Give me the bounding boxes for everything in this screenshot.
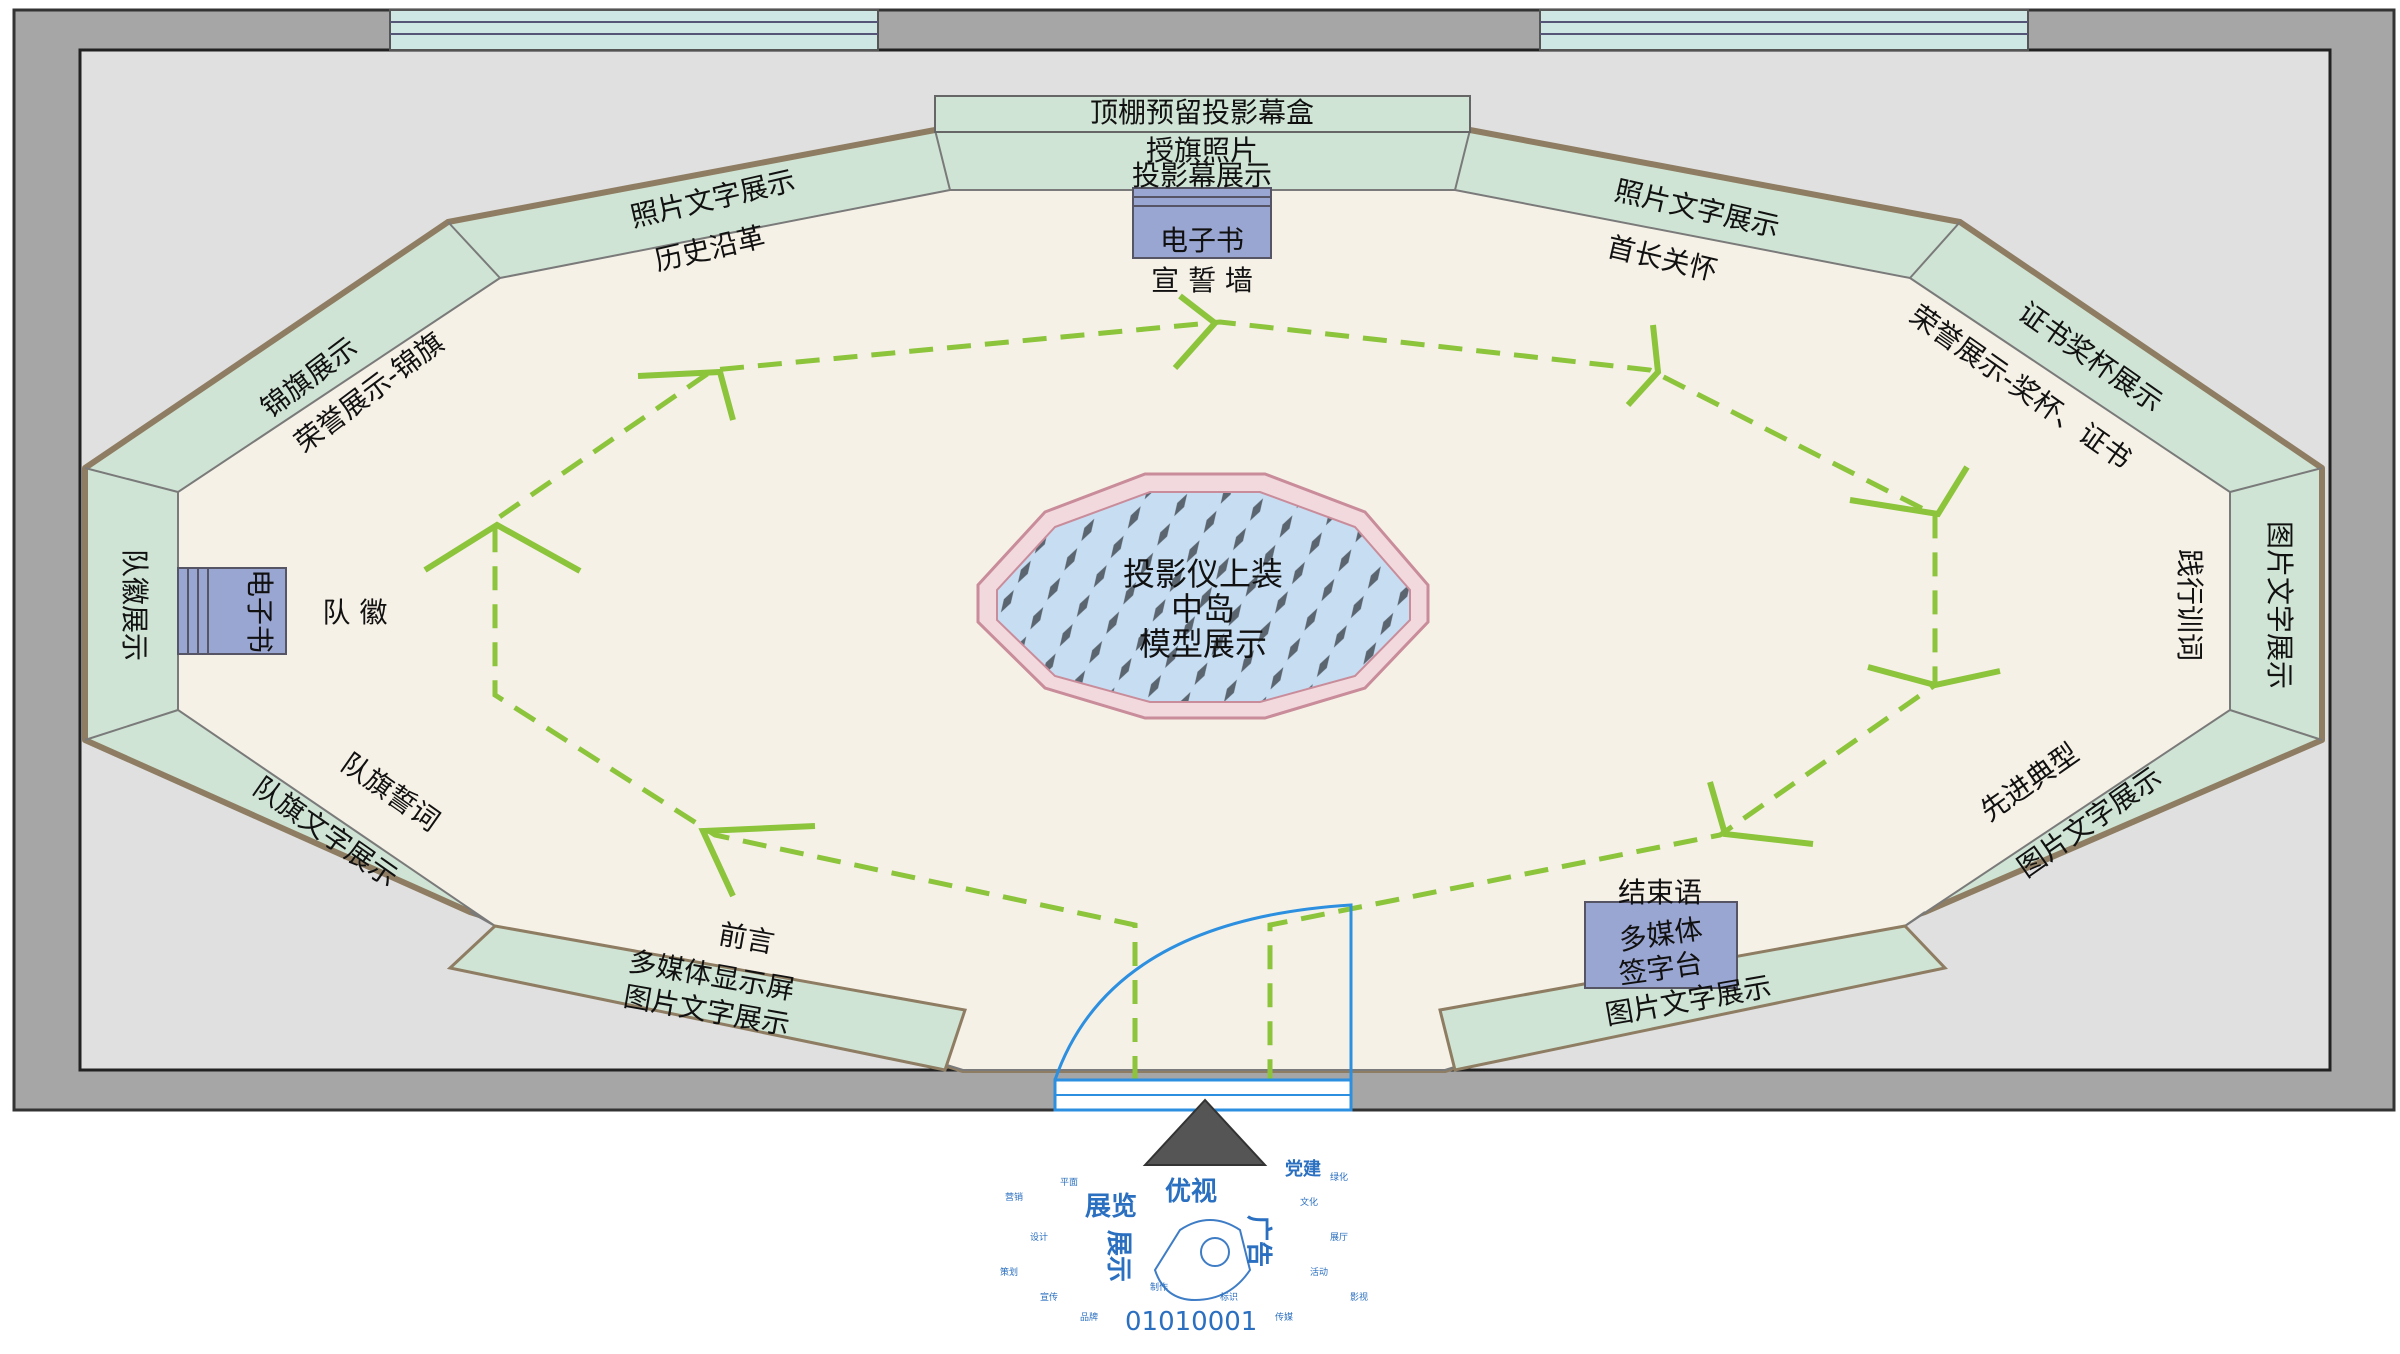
route-arrows (423, 293, 2001, 898)
window-right (1539, 9, 2029, 51)
ebook-left-stripes (187, 568, 209, 654)
cloud-small-word: 营销 (1005, 1191, 1023, 1203)
sign-table-box (1584, 901, 1738, 989)
island-label-2: 中岛 (1171, 590, 1235, 628)
cloud-digits: 01010001 (1125, 1307, 1257, 1337)
door-swing (1053, 903, 1353, 1081)
ebook-left-label: 电子书 (243, 569, 276, 653)
oath-wall-label: 宣 誓 墙 (1151, 264, 1253, 297)
ebook-top-box (1132, 187, 1272, 259)
window-left (389, 9, 879, 51)
cloud-small-word: 制作 (1150, 1281, 1168, 1293)
ceiling-box-label: 顶棚预留投影幕盒 (1090, 96, 1314, 129)
ebook-left-box (177, 567, 287, 655)
arrow-marker (1625, 324, 1662, 408)
arrow-marker (1849, 465, 1970, 518)
cloud-small-word: 影视 (1350, 1291, 1368, 1303)
practice-motto-label: 践行训词 (2173, 549, 2206, 661)
motto-display-label: 图片文字展示 (2263, 521, 2296, 689)
flag-photo-label: 授旗照片 (1146, 134, 1258, 167)
island-label-1: 投影仪上装 (1123, 555, 1283, 593)
cloud-word: 党建 (1285, 1158, 1321, 1180)
panel-lower-left (446, 924, 967, 1072)
panel-dividers (84, 129, 2323, 927)
arrow-marker (1867, 664, 2001, 689)
cloud-word: 展示 (1103, 1230, 1133, 1282)
cloud-small-word: 宣传 (1040, 1291, 1058, 1303)
cloud-small-word: 设计 (1030, 1231, 1048, 1243)
ebook-top-label: 电子书 (1160, 224, 1244, 257)
ceiling-box (934, 95, 1471, 133)
arrow-marker (1172, 293, 1220, 370)
badge-display-label: 队徽展示 (118, 549, 151, 661)
arrow-marker (423, 521, 582, 574)
visitor-route (492, 319, 1938, 1080)
island-label-3: 模型展示 (1139, 625, 1267, 663)
ebook-top-stripes (1133, 196, 1271, 207)
cloud-small-word: 传媒 (1275, 1311, 1293, 1323)
arrow-marker (637, 368, 736, 421)
cloud-small-word: 品牌 (1080, 1311, 1098, 1323)
cloud-word: 展览 (1085, 1192, 1137, 1222)
cloud-small-word: 标识 (1220, 1291, 1238, 1303)
cloud-word: 广告 (1243, 1215, 1273, 1267)
projection-screen-label: 投影幕展示 (1132, 159, 1272, 192)
badge-label: 队 徽 (323, 596, 388, 629)
cloud-small-word: 策划 (1000, 1266, 1018, 1278)
central-island-inner (996, 491, 1411, 703)
cloud-small-word: 平面 (1060, 1177, 1078, 1188)
arrow-marker (1707, 781, 1814, 847)
cloud-small-word: 展厅 (1330, 1232, 1348, 1243)
conclusion-label: 结束语 (1618, 876, 1702, 909)
cloud-small-word: 文化 (1300, 1196, 1318, 1208)
cloud-word: 优视 (1165, 1177, 1217, 1207)
cloud-small-word: 活动 (1310, 1266, 1328, 1278)
arrow-marker (698, 823, 816, 898)
cloud-small-word: 绿化 (1330, 1171, 1348, 1183)
entrance-marker-icon (1142, 1098, 1268, 1166)
